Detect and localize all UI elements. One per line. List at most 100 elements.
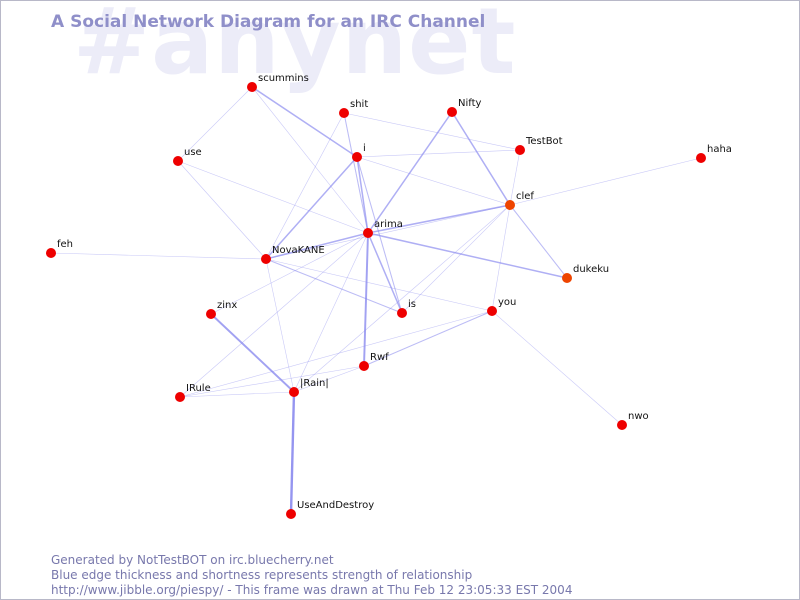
edge-clef-is [401,204,511,314]
edge-feh-novakane [50,252,267,260]
node-shit: shit [339,99,368,118]
node-label: scummins [258,73,309,84]
node-label: use [184,147,202,158]
edge-arima-dukeku [367,232,568,279]
edge-i-clef [356,156,511,206]
node-label: nwo [628,411,649,422]
edge-scummins-arima [251,86,369,234]
node-label: Nifty [458,98,482,109]
node-dukeku: dukeku [562,264,609,283]
node-label: shit [350,99,368,110]
edge-clef-you [491,204,511,312]
footer-generated-by: Generated by NotTestBOT on irc.bluecherr… [51,553,334,567]
edge-zinx-rain [210,313,295,393]
edge-novakane-is [265,258,403,314]
node-dot [175,392,185,402]
node-dot [363,228,373,238]
node-you: you [487,297,516,316]
node-dot [487,306,497,316]
edge-i-novakane [265,156,358,260]
node-label: IRule [186,383,211,394]
edge-use-novakane [177,160,267,260]
node-label: clef [516,191,534,202]
node-feh: feh [46,239,73,258]
node-is: is [397,299,416,318]
node-label: Rwf [370,352,389,363]
edge-scummins-i [251,86,358,158]
edge-haha-clef [509,157,702,206]
diagram-title: A Social Network Diagram for an IRC Chan… [51,12,486,32]
node-rwf: Rwf [359,352,389,371]
node-dot [397,308,407,318]
edge-clef-rain [293,204,511,393]
node-rain: |Rain| [289,378,329,397]
edge-novakane-you [265,258,493,312]
edge-use-arima [177,160,369,234]
edge-clef-novakane [265,204,511,260]
node-i: i [352,143,366,162]
node-label: |Rain| [300,378,329,389]
node-irule: IRule [175,383,211,402]
edge-you-irule [179,310,493,398]
node-dot [286,509,296,519]
node-label: NovaKANE [272,245,325,256]
node-dot [352,152,362,162]
node-label: zinx [217,300,237,311]
node-dot [46,248,56,258]
edge-scummins-use [177,86,253,162]
node-zinx: zinx [206,300,237,319]
node-useanddestroy: UseAndDestroy [286,500,374,519]
node-dot [447,107,457,117]
edge-i-testbot [356,149,521,158]
edge-shit-novakane [265,112,345,260]
node-dot [206,309,216,319]
node-label: dukeku [573,264,609,275]
edge-rain-useanddestroy [289,391,296,515]
node-label: feh [57,239,73,250]
edge-arima-novakane [265,232,369,260]
edge-shit-arima [343,112,369,234]
node-dot [261,254,271,264]
channel-watermark: #anynet [73,0,517,95]
node-haha: haha [696,144,732,163]
node-dot [173,156,183,166]
edge-shit-testbot [343,112,521,151]
edge-novakane-rain [265,258,295,393]
node-label: haha [707,144,732,155]
node-label: UseAndDestroy [297,500,374,511]
node-label: i [363,143,366,154]
edge-i-is [356,156,403,314]
edge-you-nwo [491,310,623,426]
footer: Generated by NotTestBOT on irc.bluecherr… [51,553,572,598]
node-dot [339,108,349,118]
node-dot [505,200,515,210]
node-dot [562,273,572,283]
footer-legend-note: Blue edge thickness and shortness repres… [51,568,473,582]
node-label: is [408,299,416,310]
node-testbot: TestBot [515,136,563,155]
edge-arima-clef [367,204,511,234]
edge-arima-i [356,156,369,234]
node-dot [696,153,706,163]
node-dot [617,420,627,430]
node-arima: arima [363,219,403,238]
edge-irule-rain [179,391,295,398]
edge-arima-rain [293,232,369,393]
edge-arima-rwf [363,232,369,367]
edge-arima-irule [179,232,369,398]
node-novakane: NovaKANE [261,245,325,264]
node-nwo: nwo [617,411,649,430]
node-label: arima [374,219,403,230]
edges-layer [50,86,702,515]
node-label: you [498,297,516,308]
edge-arima-is [367,232,403,314]
node-dot [247,82,257,92]
edge-arima-nifty [367,111,453,234]
node-scummins: scummins [247,73,309,92]
node-use: use [173,147,202,166]
node-label: TestBot [525,136,563,147]
node-nifty: Nifty [447,98,482,117]
